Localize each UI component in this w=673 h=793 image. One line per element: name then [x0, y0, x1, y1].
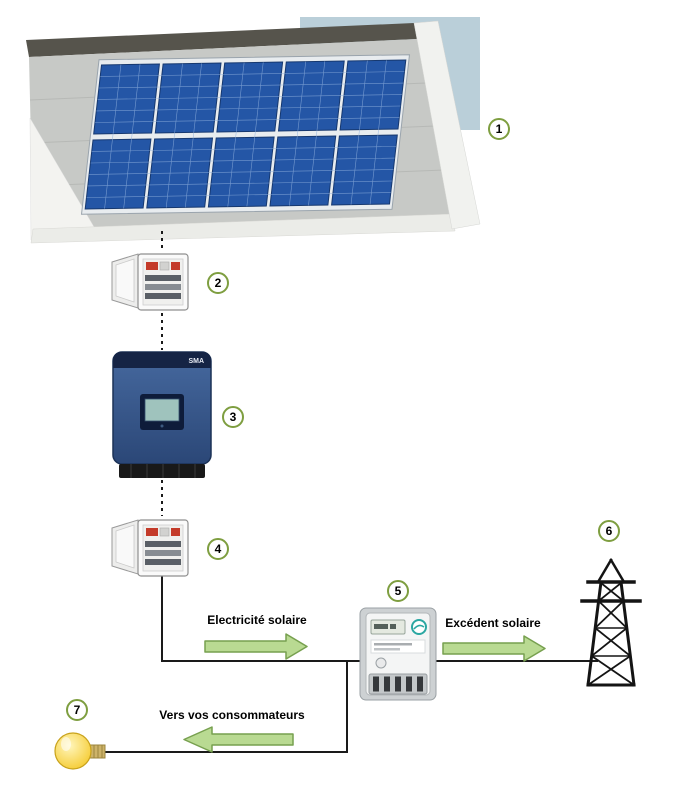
badge-solar-panels: 1 [488, 118, 510, 140]
ac-junction-box [111, 519, 189, 577]
flow-arrows [183, 633, 546, 753]
wire-box4-to-meter [161, 576, 362, 662]
electricity-meter [359, 607, 437, 701]
roof-ridge-tiles [26, 23, 417, 57]
meter-logo [411, 619, 427, 635]
arrow-to-consumers-icon [183, 726, 294, 753]
roof-scene [26, 17, 481, 244]
meter-label-area [370, 639, 426, 654]
inverter-brand-label: SMA [188, 358, 204, 365]
bulb-highlight [61, 737, 71, 751]
inverter: SMA [112, 351, 212, 478]
badge-meter: 5 [387, 580, 409, 602]
badge-dc-junction-box: 2 [207, 272, 229, 294]
eave-fascia [30, 213, 456, 244]
badge-inverter: 3 [222, 406, 244, 428]
dc-junction-box [111, 253, 189, 311]
badge-ac-junction-box: 4 [207, 538, 229, 560]
inverter-top-band [113, 352, 211, 368]
inverter-display-screen [144, 398, 180, 422]
label-to-consumers: Vers vos consommateurs [159, 708, 305, 722]
inverter-heatsink [119, 464, 205, 478]
arrow-excess-solar-icon [442, 635, 546, 662]
badge-consumers: 7 [66, 699, 88, 721]
label-excess-solar: Excédent solaire [445, 616, 541, 630]
meter-terminals [373, 676, 423, 692]
solar-panel-array [82, 55, 410, 215]
bulb-glass [54, 732, 92, 770]
label-solar-electricity: Electricité solaire [207, 613, 307, 627]
badge-grid-tower: 6 [598, 520, 620, 542]
solar-cell-gridlines [85, 60, 406, 209]
inverter-button [160, 424, 164, 428]
inverter-heatsink-fins [130, 464, 196, 478]
wire-to-consumers [105, 661, 348, 753]
arrow-solar-electricity-icon [204, 633, 308, 660]
meter-optical-port [375, 657, 387, 669]
transmission-tower [580, 558, 642, 687]
light-bulb [54, 732, 106, 770]
gable-bargeboard [413, 20, 481, 230]
wiring [105, 231, 598, 753]
